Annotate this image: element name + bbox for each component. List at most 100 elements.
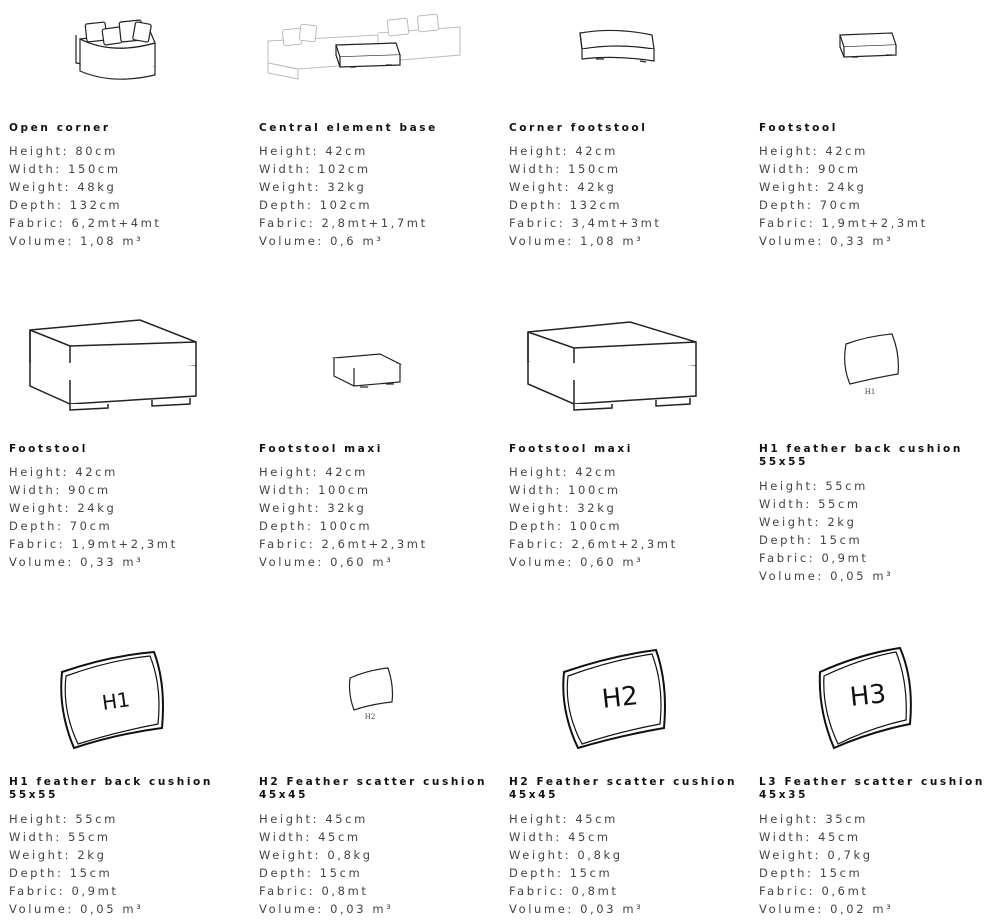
spec-width: Width: 150cm — [9, 162, 121, 176]
spec-depth: Depth: 102cm — [259, 198, 373, 212]
spec-weight: Weight: 24kg — [759, 180, 867, 194]
spec-weight: Weight: 0,8kg — [509, 848, 623, 862]
central-element-sofa-icon — [250, 5, 500, 115]
product-title: Footstool — [9, 443, 88, 455]
footstool-maxi-large-icon — [500, 310, 750, 420]
spec-fabric: Fabric: 6,2mt+4mt — [9, 216, 162, 230]
product-title: Footstool — [759, 122, 838, 134]
open-corner-sofa-icon — [0, 5, 250, 115]
spec-fabric: Fabric: 0,8mt — [259, 884, 369, 898]
spec-volume: Volume: 0,33 m³ — [759, 234, 894, 248]
cushion-label: H1 — [100, 687, 131, 715]
spec-volume: Volume: 0,6 m³ — [259, 234, 384, 248]
spec-volume: Volume: 0,05 m³ — [759, 569, 894, 583]
spec-weight: Weight: 0,8kg — [259, 848, 373, 862]
spec-width: Width: 90cm — [759, 162, 861, 176]
spec-depth: Depth: 15cm — [759, 533, 863, 547]
spec-depth: Depth: 15cm — [509, 866, 613, 880]
product-card: H3 L3 Feather scatter cushion 45x35 Heig… — [750, 640, 1000, 922]
product-card: Footstool maxi Height: 42cm Width: 100cm… — [500, 305, 750, 585]
spec-width: Width: 90cm — [9, 483, 111, 497]
product-card: Corner footstool Height: 42cm Width: 150… — [500, 0, 750, 260]
product-card: Open corner Height: 80cm Width: 150cm We… — [0, 0, 250, 260]
spec-width: Width: 100cm — [509, 483, 621, 497]
spec-height: Height: 45cm — [509, 812, 618, 826]
product-card: H2 H2 Feather scatter cushion 45x45 Heig… — [500, 640, 750, 922]
spec-weight: Weight: 2kg — [9, 848, 107, 862]
spec-depth: Depth: 15cm — [9, 866, 113, 880]
spec-list: Height: 80cm Width: 150cm Weight: 48kg D… — [9, 142, 249, 250]
spec-fabric: Fabric: 2,6mt+2,3mt — [509, 537, 678, 551]
spec-height: Height: 42cm — [759, 144, 868, 158]
spec-height: Height: 80cm — [9, 144, 118, 158]
spec-height: Height: 55cm — [9, 812, 118, 826]
spec-fabric: Fabric: 0,6mt — [759, 884, 869, 898]
product-card: H1 H1 feather back cushion 55x55 Height:… — [0, 640, 250, 922]
product-title: Corner footstool — [509, 122, 648, 134]
spec-volume: Volume: 1,08 m³ — [509, 234, 644, 248]
product-card: H1 H1 feather back cushion 55x55 Height:… — [750, 305, 1000, 595]
spec-volume: Volume: 0,33 m³ — [9, 555, 144, 569]
spec-list: Height: 42cm Width: 90cm Weight: 24kg De… — [9, 463, 249, 571]
cushion-h1-small-icon: H1 — [750, 310, 1000, 420]
product-title: H2 Feather scatter cushion 45x45 — [509, 776, 738, 801]
spec-list: Height: 42cm Width: 90cm Weight: 24kg De… — [759, 142, 999, 250]
product-card: Footstool maxi Height: 42cm Width: 100cm… — [250, 305, 500, 585]
spec-volume: Volume: 0,03 m³ — [259, 902, 394, 916]
footstool-large-icon — [0, 310, 250, 420]
cushion-label: H2 — [600, 681, 639, 715]
spec-fabric: Fabric: 2,6mt+2,3mt — [259, 537, 428, 551]
cushion-h2-small-icon: H2 — [250, 640, 500, 750]
spec-fabric: Fabric: 1,9mt+2,3mt — [759, 216, 928, 230]
spec-depth: Depth: 70cm — [9, 519, 113, 533]
spec-height: Height: 55cm — [759, 479, 868, 493]
spec-weight: Weight: 48kg — [9, 180, 117, 194]
product-title: Footstool maxi — [509, 443, 633, 455]
spec-width: Width: 45cm — [509, 830, 611, 844]
spec-list: Height: 35cm Width: 45cm Weight: 0,7kg D… — [759, 810, 999, 918]
cushion-h1-large-icon: H1 — [0, 640, 250, 750]
product-card: H2 H2 Feather scatter cushion 45x45 Heig… — [250, 640, 500, 922]
product-title: H1 feather back cushion 55x55 — [9, 776, 213, 801]
spec-volume: Volume: 0,02 m³ — [759, 902, 894, 916]
product-title: H2 Feather scatter cushion 45x45 — [259, 776, 488, 801]
footstool-maxi-icon — [250, 310, 500, 420]
spec-depth: Depth: 100cm — [259, 519, 373, 533]
spec-fabric: Fabric: 0,9mt — [9, 884, 119, 898]
spec-weight: Weight: 24kg — [9, 501, 117, 515]
spec-depth: Depth: 15cm — [759, 866, 863, 880]
corner-footstool-icon — [500, 5, 750, 115]
spec-width: Width: 55cm — [9, 830, 111, 844]
product-title: Central element base — [259, 122, 438, 134]
cushion-h3-large-icon: H3 — [750, 640, 1000, 750]
footstool-icon — [750, 5, 1000, 115]
spec-volume: Volume: 0,60 m³ — [259, 555, 394, 569]
spec-height: Height: 42cm — [509, 144, 618, 158]
cushion-h2-large-icon: H2 — [500, 640, 750, 750]
product-card: Footstool Height: 42cm Width: 90cm Weigh… — [0, 305, 250, 585]
spec-list: Height: 45cm Width: 45cm Weight: 0,8kg D… — [509, 810, 749, 918]
spec-volume: Volume: 0,60 m³ — [509, 555, 644, 569]
spec-weight: Weight: 32kg — [259, 501, 367, 515]
spec-height: Height: 42cm — [259, 465, 368, 479]
spec-list: Height: 42cm Width: 102cm Weight: 32kg D… — [259, 142, 499, 250]
cushion-label: H2 — [365, 713, 376, 721]
product-card: Central element base Height: 42cm Width:… — [250, 0, 500, 260]
spec-weight: Weight: 42kg — [509, 180, 617, 194]
spec-volume: Volume: 0,03 m³ — [509, 902, 644, 916]
cushion-label: H1 — [865, 388, 876, 396]
spec-weight: Weight: 32kg — [259, 180, 367, 194]
spec-fabric: Fabric: 0,9mt — [759, 551, 869, 565]
spec-list: Height: 42cm Width: 100cm Weight: 32kg D… — [509, 463, 749, 571]
spec-depth: Depth: 70cm — [759, 198, 863, 212]
product-title: Footstool maxi — [259, 443, 383, 455]
product-title: H1 feather back cushion 55x55 — [759, 443, 963, 468]
spec-weight: Weight: 2kg — [759, 515, 857, 529]
product-title: L3 Feather scatter cushion 45x35 — [759, 776, 985, 801]
spec-weight: Weight: 32kg — [509, 501, 617, 515]
product-card: Footstool Height: 42cm Width: 90cm Weigh… — [750, 0, 1000, 260]
spec-height: Height: 42cm — [259, 144, 368, 158]
spec-weight: Weight: 0,7kg — [759, 848, 873, 862]
spec-list: Height: 45cm Width: 45cm Weight: 0,8kg D… — [259, 810, 499, 918]
